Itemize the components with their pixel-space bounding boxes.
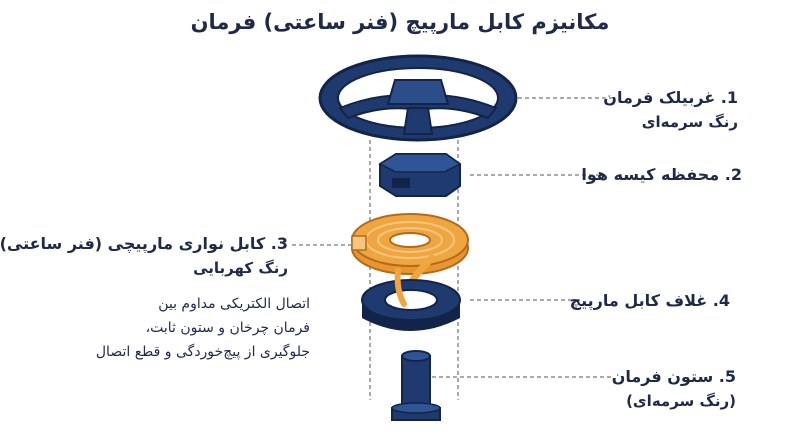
diagram-title: مکانیزم کابل مارپیچ (فنر ساعتی) فرمان [190,10,610,34]
description-text: اتصال الکتریکی مداوم بین فرمان چرخان و س… [95,296,310,360]
label-steering-column: 5. ستون فرمان (رنگ سرمه‌ای) [611,367,736,410]
clock-spring-housing [361,267,461,331]
steering-column [391,350,441,421]
label-airbag-housing: 2. محفظه کیسه هوا [581,165,742,184]
steering-wheel [318,54,518,142]
label-clock-spring: 3. کابل نواری مارپیچی (فنر ساعتی) رنگ که… [0,234,288,277]
airbag-housing [378,153,462,197]
label-clock-spring-housing: 4. غلاف کابل مارپیچ [569,291,730,310]
label-steering-wheel: 1. غربیلک فرمان رنگ سرمه‌ای [603,88,738,131]
clock-spring [351,213,469,310]
